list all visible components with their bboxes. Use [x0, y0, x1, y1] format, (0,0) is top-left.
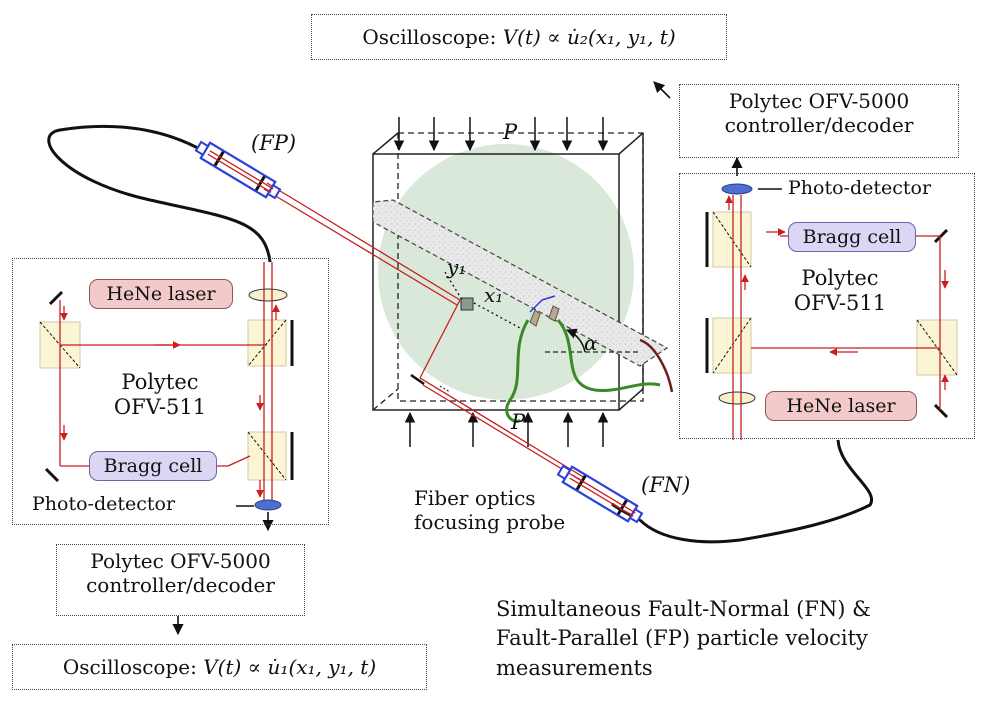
- specimen: [372, 132, 674, 423]
- fp-probe-label: (FP): [251, 131, 297, 155]
- fn-probe: [556, 464, 644, 524]
- probe-caption: Fiber optics focusing probe: [414, 486, 614, 534]
- right-bragg-cell: Bragg cell: [788, 222, 916, 252]
- right-model-label: Polytec OFV-511: [780, 266, 900, 316]
- velocity-formula: V(t) ∝ u̇₂(x₁, y₁, t): [502, 25, 676, 49]
- fault-band: [372, 199, 669, 367]
- probe-caption-line1: Fiber optics: [414, 486, 536, 510]
- fn-fiber: [638, 439, 874, 544]
- left-hene-laser: HeNe laser: [89, 279, 233, 309]
- fp-beam: [263, 182, 461, 306]
- left-interferometer-frame: [12, 258, 329, 525]
- top-oscilloscope-box: Oscilloscope: V(t) ∝ u̇₂(x₁, y₁, t): [311, 14, 727, 60]
- model-line1: Polytec: [121, 370, 199, 394]
- controller-line1: Polytec OFV-5000: [90, 549, 271, 573]
- caption-line2: Fault-Parallel (FP) particle velocity: [496, 626, 868, 651]
- left-photo-detector-label: Photo-detector: [32, 493, 176, 515]
- controller-line1: Polytec OFV-5000: [728, 89, 910, 113]
- y1-label: y₁: [447, 255, 467, 279]
- velocity-formula: V(t) ∝ u̇₁(x₁, y₁, t): [203, 655, 377, 679]
- model-line1: Polytec: [801, 266, 879, 290]
- right-photo-detector-label: Photo-detector: [788, 177, 932, 199]
- load-arrows-top: [393, 117, 609, 152]
- model-line2: OFV-511: [793, 291, 887, 316]
- load-label-top: P: [503, 120, 518, 144]
- right-interferometer-frame: [679, 173, 975, 439]
- right-controller-box: Polytec OFV-5000 controller/decoder: [679, 84, 959, 158]
- signal-arrows: [172, 81, 782, 636]
- probe-caption-line2: focusing probe: [414, 510, 566, 534]
- fn-beam: [410, 299, 586, 484]
- measurement-target: [460, 297, 474, 311]
- fp-probe: [194, 140, 282, 200]
- model-line2: OFV-511: [113, 395, 207, 420]
- load-arrows-bottom: [404, 411, 609, 447]
- load-label-bottom: P: [511, 410, 526, 434]
- caption-line1: Simultaneous Fault-Normal (FN) &: [496, 597, 871, 621]
- oscilloscope-label: Oscilloscope:: [62, 655, 197, 679]
- right-hene-laser: HeNe laser: [765, 391, 917, 421]
- x1-label: x₁: [484, 283, 504, 307]
- bottom-oscilloscope-box: Oscilloscope: V(t) ∝ u̇₁(x₁, y₁, t): [12, 644, 427, 690]
- controller-line2: controller/decoder: [86, 573, 275, 597]
- oscilloscope-label: Oscilloscope:: [362, 25, 497, 49]
- left-model-label: Polytec OFV-511: [100, 370, 220, 420]
- fp-fiber: [47, 124, 272, 263]
- fault-angle-label: α: [584, 331, 598, 355]
- figure-caption: Simultaneous Fault-Normal (FN) & Fault-P…: [496, 595, 966, 683]
- controller-line2: controller/decoder: [724, 113, 914, 137]
- caption-line3: measurements: [496, 655, 653, 680]
- fn-probe-label: (FN): [641, 473, 691, 497]
- left-controller-box: Polytec OFV-5000 controller/decoder: [56, 544, 305, 616]
- left-bragg-cell: Bragg cell: [89, 451, 217, 481]
